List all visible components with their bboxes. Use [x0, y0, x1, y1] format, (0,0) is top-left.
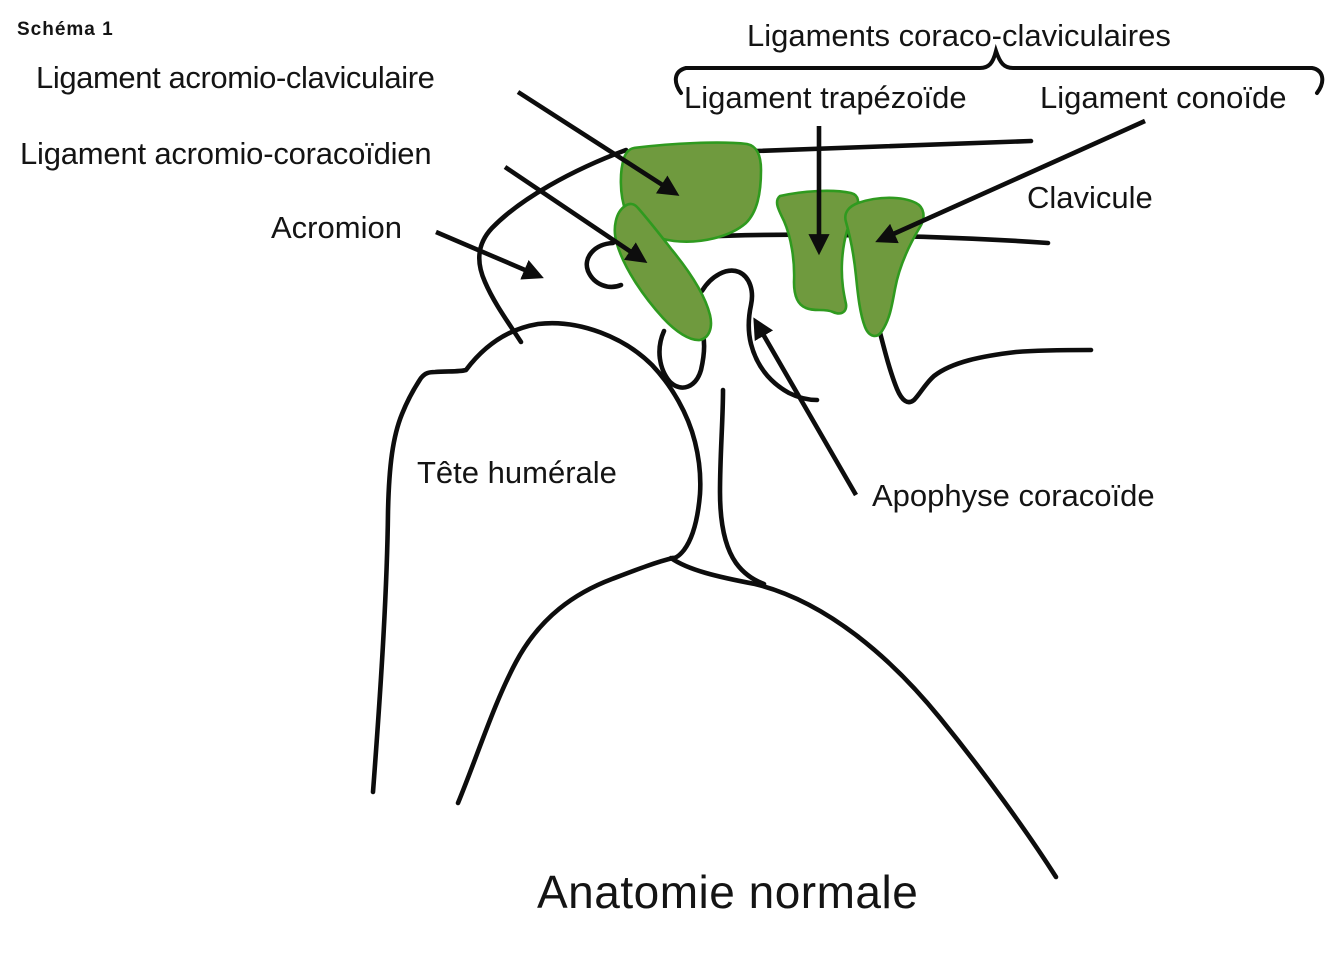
scapula-lateral-border-path [668, 555, 1059, 880]
arrow-conoide [875, 118, 1146, 244]
humerus-outline-path [370, 320, 703, 795]
schema-number-label: Schéma 1 [17, 19, 114, 40]
label-ligaments-coraco-claviculaires: Ligaments coraco-claviculaires [747, 18, 1171, 53]
scapula-spine-path [866, 289, 1094, 405]
label-ligament-acromio-claviculaire: Ligament acromio-claviculaire [36, 60, 435, 95]
group-bracket [673, 43, 1325, 95]
coracoid-base-path [699, 268, 820, 403]
arrow-acromion [435, 229, 544, 280]
acromion-outline-path [477, 147, 629, 345]
coracoid-hook-path [657, 328, 707, 390]
humerus-neck-path [455, 555, 676, 806]
label-acromion: Acromion [271, 210, 402, 245]
conoid-ligament-shape [844, 196, 925, 338]
arrow-apophyse-coracoide [753, 317, 858, 497]
label-clavicule: Clavicule [1027, 180, 1153, 215]
acromio-coracoid-ligament-shape [613, 202, 713, 342]
arrow-acromio-claviculaire [516, 90, 680, 196]
scapula-neck-line-path [717, 387, 767, 587]
acromio-clavicular-ligament-shape [619, 141, 763, 243]
label-tete-humerale: Tête humérale [417, 455, 617, 490]
arrow-acromio-coracoidien [503, 165, 648, 263]
label-apophyse-coracoide: Apophyse coracoïde [872, 478, 1155, 513]
label-ligament-trapezoide: Ligament trapézoïde [684, 80, 967, 115]
figure-title: Anatomie normale [537, 866, 919, 918]
label-ligament-acromio-coracoidien: Ligament acromio-coracoïdien [20, 136, 432, 171]
acromion-underside-hook-path [584, 240, 624, 290]
clavicle-top-path [753, 138, 1034, 154]
label-ligament-conoide: Ligament conoïde [1040, 80, 1287, 115]
